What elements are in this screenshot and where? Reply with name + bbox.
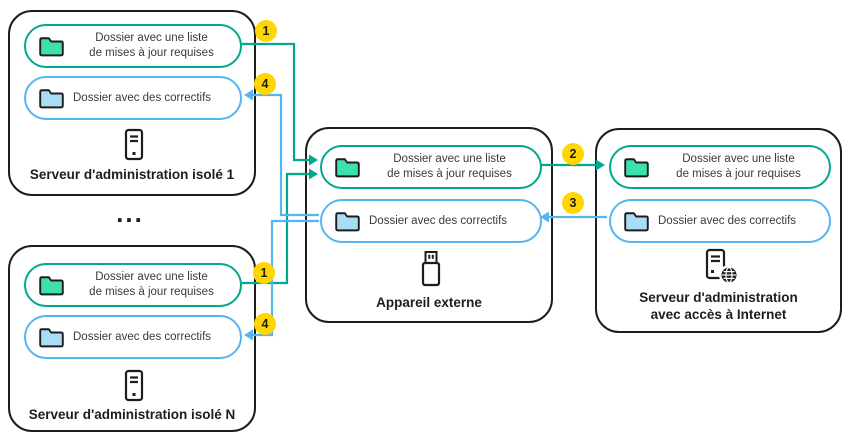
patches-folder-label: Dossier avec des correctifs [658,214,797,227]
folder-icon [335,212,360,232]
step-badge-3: 3 [562,192,584,214]
folder-icon [624,158,649,178]
patches-folder-pill: Dossier avec des correctifs [320,199,542,243]
updates-folder-label: Dossier avec une liste de mises à jour r… [387,153,512,180]
step-badge-4: 4 [254,313,276,335]
patches-folder-pill: Dossier avec des correctifs [24,315,242,359]
updates-folder-pill: Dossier avec une liste de mises à jour r… [24,24,242,68]
external-device-box: Dossier avec une liste de mises à jour r… [305,127,553,323]
server-tower-icon [124,369,144,402]
step-badge-1: 1 [255,20,277,42]
patches-folder-label: Dossier avec des correctifs [73,330,212,343]
folder-icon [39,37,64,57]
more-servers-ellipsis: ... [116,198,144,228]
folder-icon [335,158,360,178]
external-device-title: Appareil externe [376,295,482,310]
step-badge-4: 4 [254,73,276,95]
isolated-server-n-title: Serveur d'administration isolé N [28,407,236,422]
updates-folder-label: Dossier avec une liste de mises à jour r… [89,32,214,59]
internet-server-box: Dossier avec une liste de mises à jour r… [595,128,842,333]
updates-folder-pill: Dossier avec une liste de mises à jour r… [609,145,831,189]
server-tower-icon [124,128,144,161]
patches-folder-label: Dossier avec des correctifs [369,214,508,227]
updates-folder-pill: Dossier avec une liste de mises à jour r… [320,145,542,189]
folder-icon [624,212,649,232]
updates-folder-label: Dossier avec une liste de mises à jour r… [676,153,801,180]
patches-folder-label: Dossier avec des correctifs [73,91,212,104]
isolated-server-1-title: Serveur d'administration isolé 1 [29,167,235,182]
folder-icon [39,89,64,109]
step-badge-2: 2 [562,143,584,165]
server-with-globe-icon [705,248,739,285]
usb-drive-icon [421,251,441,287]
step-badge-1: 1 [253,262,275,284]
isolated-server-n-box: Dossier avec une liste de mises à jour r… [8,245,256,432]
folder-icon [39,276,64,296]
internet-server-title: Serveur d'administration avec accès à In… [639,290,798,322]
updates-folder-pill: Dossier avec une liste de mises à jour r… [24,263,242,307]
updates-folder-label: Dossier avec une liste de mises à jour r… [89,271,214,298]
patches-folder-pill: Dossier avec des correctifs [609,199,831,243]
patches-folder-pill: Dossier avec des correctifs [24,76,242,120]
isolated-server-1-box: Dossier avec une liste de mises à jour r… [8,10,256,196]
folder-icon [39,328,64,348]
